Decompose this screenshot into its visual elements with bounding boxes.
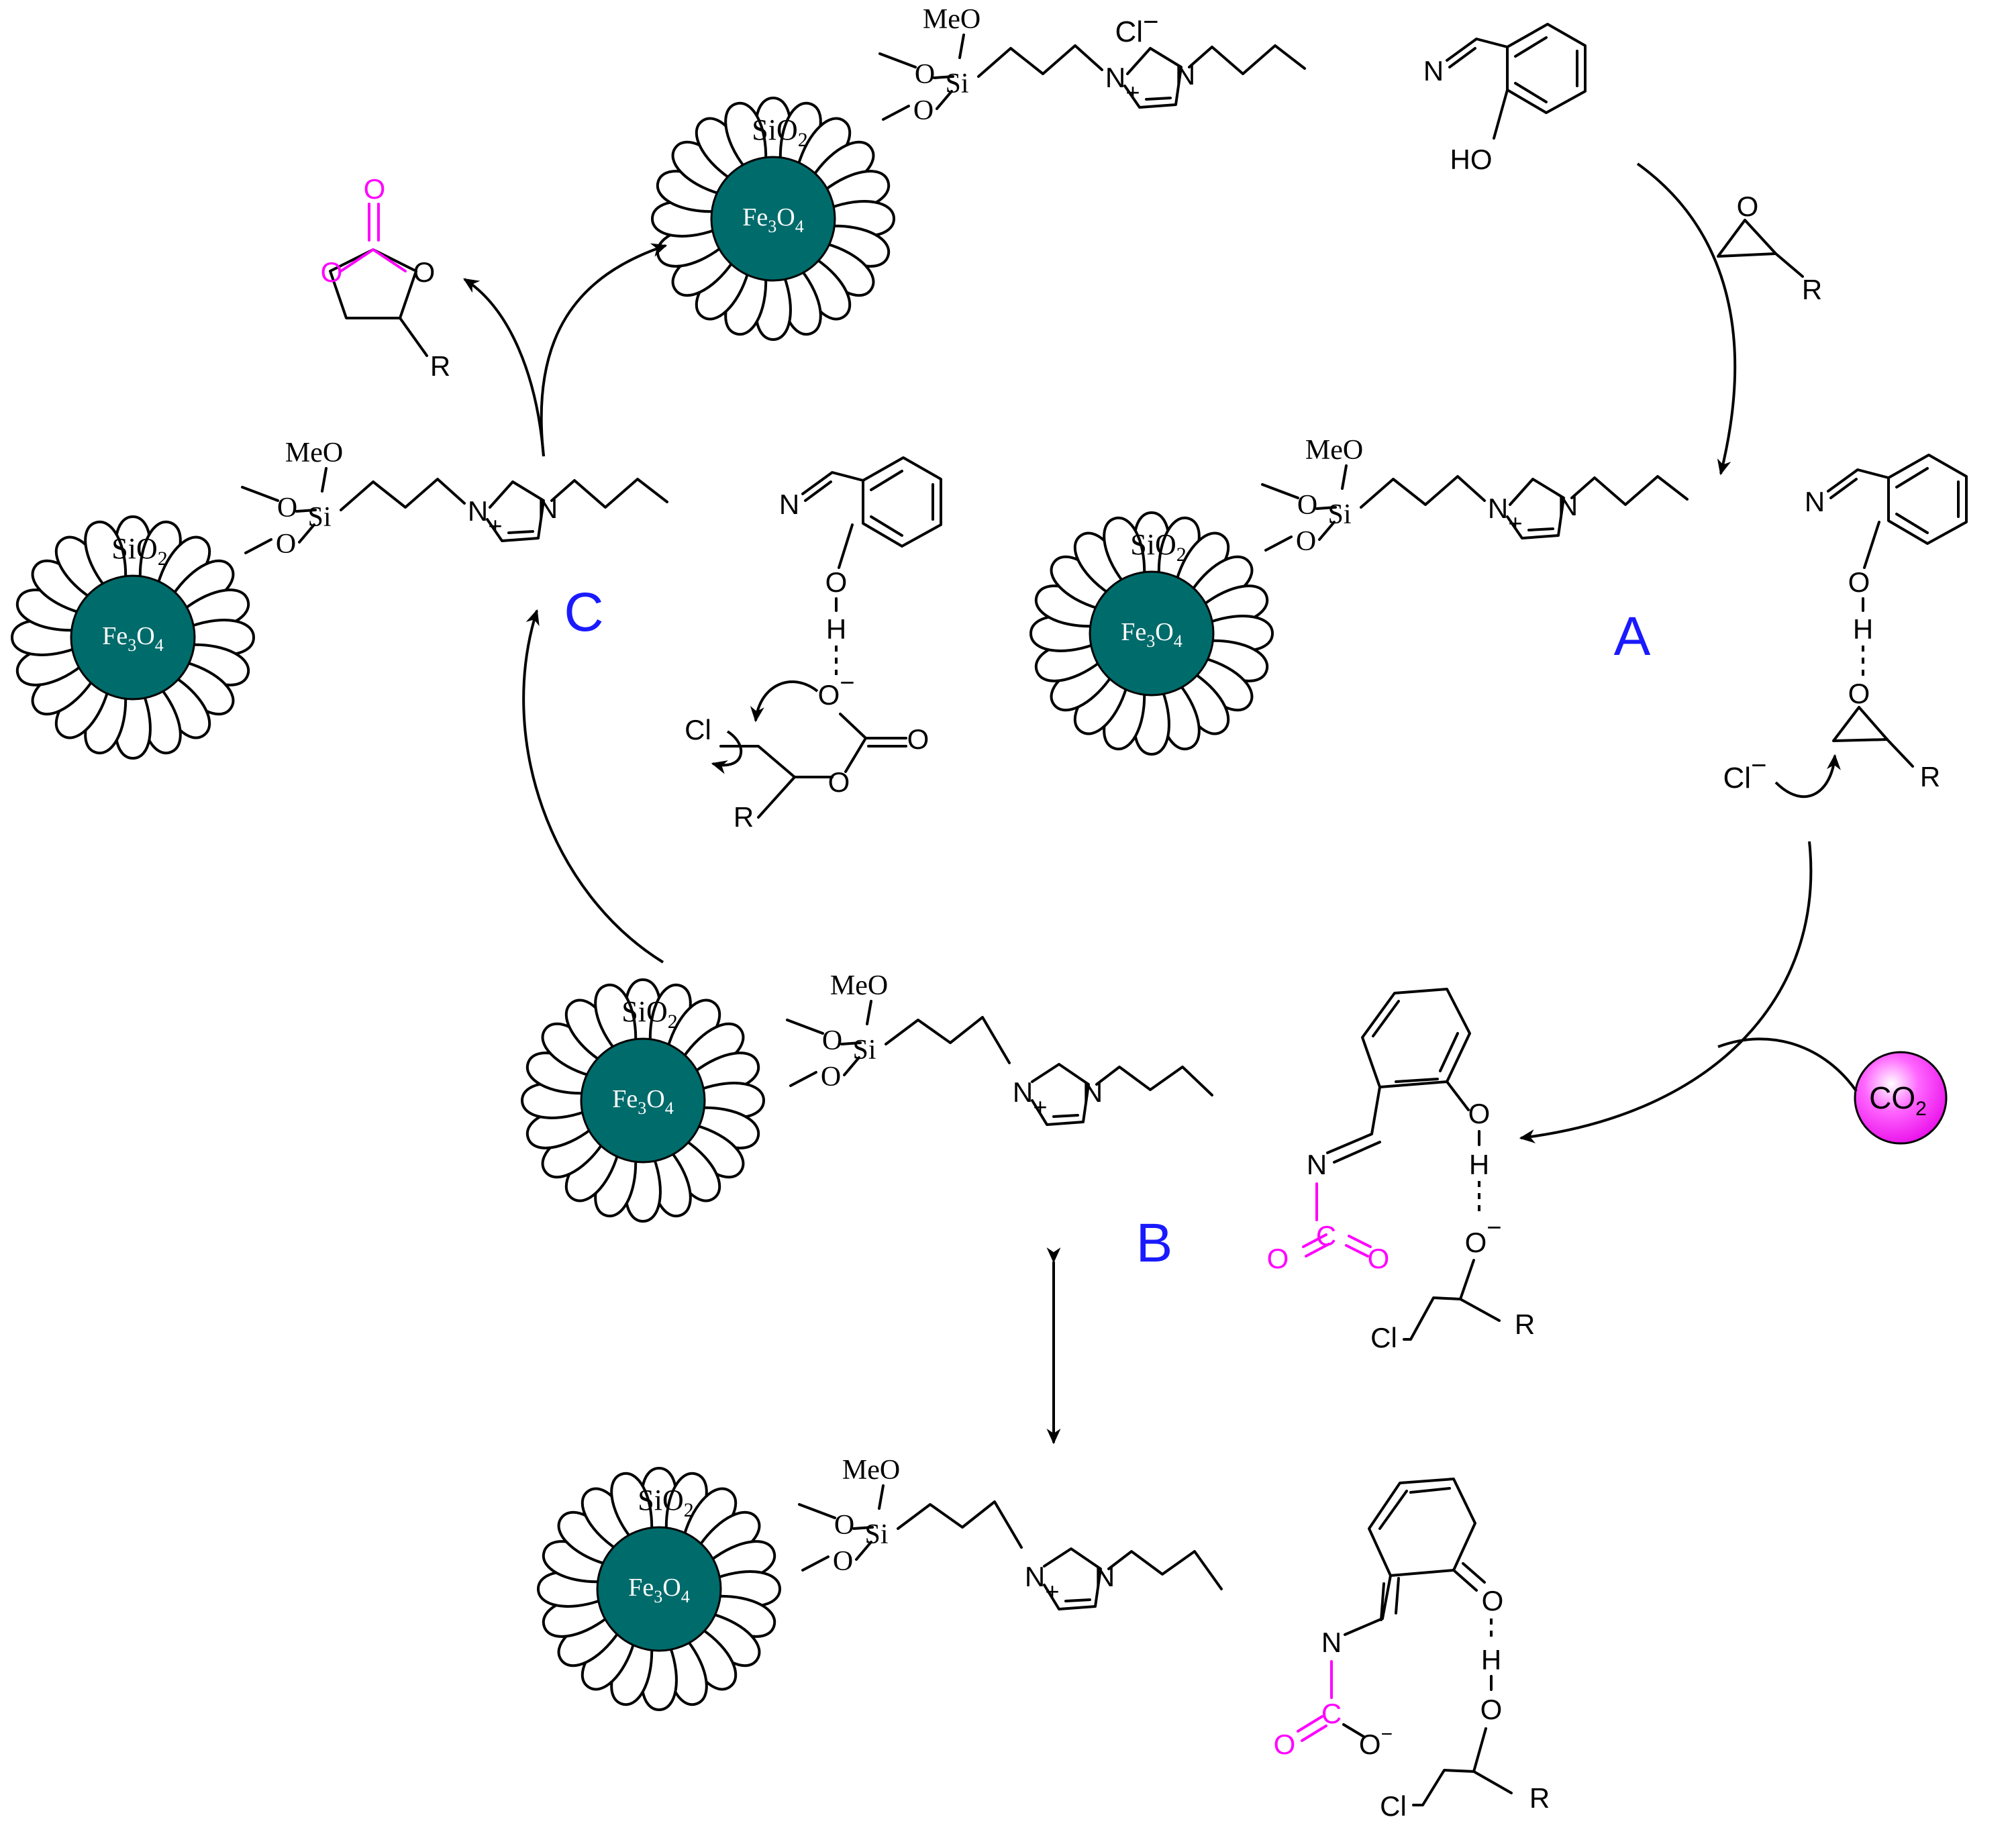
- epoxide-oxygen-a: O: [1848, 678, 1870, 709]
- phenol-hydrogen-b: H: [1469, 1149, 1489, 1180]
- imidazolium-n3-label: N: [1095, 1561, 1115, 1592]
- alkoxide-oxygen-c: O−: [818, 669, 855, 711]
- chloride-counterion: Cl−: [1115, 7, 1159, 48]
- core-label: Fe3O4: [1121, 618, 1182, 651]
- ring-oxygen-left: O: [321, 256, 343, 288]
- arrow-c-to-catalyst: [540, 243, 668, 457]
- carbamate-oxygen-double: O: [1274, 1729, 1296, 1760]
- chloride-nucleophile-a: Cl−: [1723, 751, 1767, 794]
- arrow-c-to-product: [463, 278, 545, 457]
- arrow-catalyst-to-a: [1636, 162, 1737, 476]
- chlorine-bottom: Cl: [1380, 1790, 1407, 1822]
- core-label: Fe3O4: [742, 203, 803, 236]
- epoxide-r-group: R: [1802, 274, 1822, 305]
- nanoparticle-c: Fe3O4 SiO2: [11, 515, 256, 760]
- imidazolium-n1-label: N: [1013, 1076, 1033, 1108]
- label-a: A: [1614, 606, 1651, 667]
- shell-label: SiO2: [111, 532, 167, 570]
- carbonate-oxygen-ester: O: [828, 766, 850, 798]
- nanoparticle-top: Fe3O4 SiO2: [651, 97, 895, 341]
- hydrogen-bottom: H: [1481, 1644, 1501, 1676]
- nanoparticle-bottom: Fe3O4 SiO2: [537, 1467, 781, 1711]
- arrow-a-to-b: [1519, 841, 1813, 1143]
- siloxane-oxygen-lower: O: [833, 1546, 853, 1577]
- siloxane-oxygen-upper: O: [822, 1025, 842, 1056]
- imine-n-b: N: [1307, 1149, 1327, 1180]
- co2-carbon-b: C: [1316, 1220, 1336, 1251]
- cyclic-carbonate-product: O O O R: [321, 173, 451, 382]
- resonance-structure-bottom: Fe3O4 SiO2 MeO Si O O N + N N: [537, 1455, 1550, 1822]
- shell-label: SiO2: [1130, 528, 1186, 566]
- methoxy-label: MeO: [830, 970, 888, 1001]
- core-label: Fe3O4: [102, 622, 163, 655]
- product-r-group: R: [430, 350, 450, 382]
- r-group-b: R: [1515, 1308, 1535, 1340]
- carbamate-carbon: C: [1321, 1698, 1342, 1729]
- phenol-oxygen-c: O: [825, 566, 848, 598]
- r-group-bottom: R: [1529, 1782, 1550, 1814]
- siloxane-oxygen-upper: O: [834, 1510, 854, 1541]
- amide-n-bottom: N: [1321, 1627, 1342, 1658]
- nanoparticle-b: Fe3O4 SiO2: [521, 978, 765, 1223]
- label-b: B: [1136, 1213, 1173, 1274]
- methoxy-label: MeO: [842, 1455, 900, 1486]
- co2-oxygen-left-b: O: [1267, 1243, 1289, 1274]
- phenol-oxygen-b: O: [1468, 1098, 1491, 1129]
- alkoxide-oxygen-b: O−: [1465, 1214, 1502, 1258]
- epoxide-oxygen: O: [1737, 191, 1759, 222]
- hydroxyl-label: HO: [1450, 144, 1493, 175]
- imidazolium-n1-label: N: [1025, 1561, 1045, 1592]
- imidazolium-charge: +: [1033, 1093, 1047, 1121]
- intermediate-c-structure: Fe3O4 SiO2 O H O− O O Cl R: [11, 436, 942, 833]
- arrow-co2-feed: [1717, 1037, 1858, 1092]
- label-c: C: [564, 582, 603, 643]
- co2-label: CO2: [1869, 1080, 1927, 1120]
- epoxide-r-group-a: R: [1920, 761, 1940, 792]
- silicon-label: Si: [864, 1519, 888, 1550]
- carbamate-oxygen-anion: O−: [1359, 1723, 1393, 1760]
- shell-label: SiO2: [621, 995, 677, 1033]
- silicon-label: Si: [852, 1035, 876, 1066]
- epoxide-reagent: O R: [1717, 191, 1822, 305]
- catalyst-structure-top: Fe3O4 SiO2 Cl− HO: [651, 3, 1587, 341]
- quinone-oxygen-bottom: O: [1482, 1585, 1504, 1616]
- phenol-hydrogen: H: [1853, 613, 1873, 645]
- shell-label: SiO2: [638, 1484, 693, 1521]
- carbonyl-oxygen: O: [364, 173, 386, 205]
- carbonate-oxygen-double: O: [907, 723, 929, 755]
- co2-oxygen-right-b: O: [1368, 1243, 1390, 1274]
- phenol-oxygen: O: [1848, 566, 1870, 598]
- nanoparticle-a: Fe3O4 SiO2: [1029, 511, 1274, 756]
- arrow-b-to-c: [522, 609, 664, 964]
- intermediate-a-structure: Fe3O4 SiO2 O H O R Cl−: [1029, 433, 1968, 799]
- imidazolium-charge: +: [1045, 1578, 1059, 1605]
- siloxane-oxygen-lower: O: [821, 1062, 841, 1092]
- chlorine-c: Cl: [685, 714, 711, 746]
- co2-reagent: CO2: [1854, 1051, 1948, 1145]
- phenol-hydrogen-c: H: [826, 613, 846, 645]
- r-group-c: R: [734, 801, 754, 833]
- intermediate-b-structure: Fe3O4 SiO2 MeO Si O O N + N N O: [521, 970, 1535, 1353]
- core-label: Fe3O4: [628, 1574, 689, 1606]
- shell-label: SiO2: [752, 113, 807, 151]
- core-label: Fe3O4: [612, 1085, 673, 1118]
- alcohol-oxygen-bottom: O: [1480, 1694, 1503, 1725]
- reaction-arrows: [463, 162, 1858, 1445]
- ring-oxygen-right: O: [413, 256, 436, 288]
- chlorine-b: Cl: [1370, 1322, 1397, 1353]
- imidazolium-n3-label: N: [1083, 1076, 1103, 1108]
